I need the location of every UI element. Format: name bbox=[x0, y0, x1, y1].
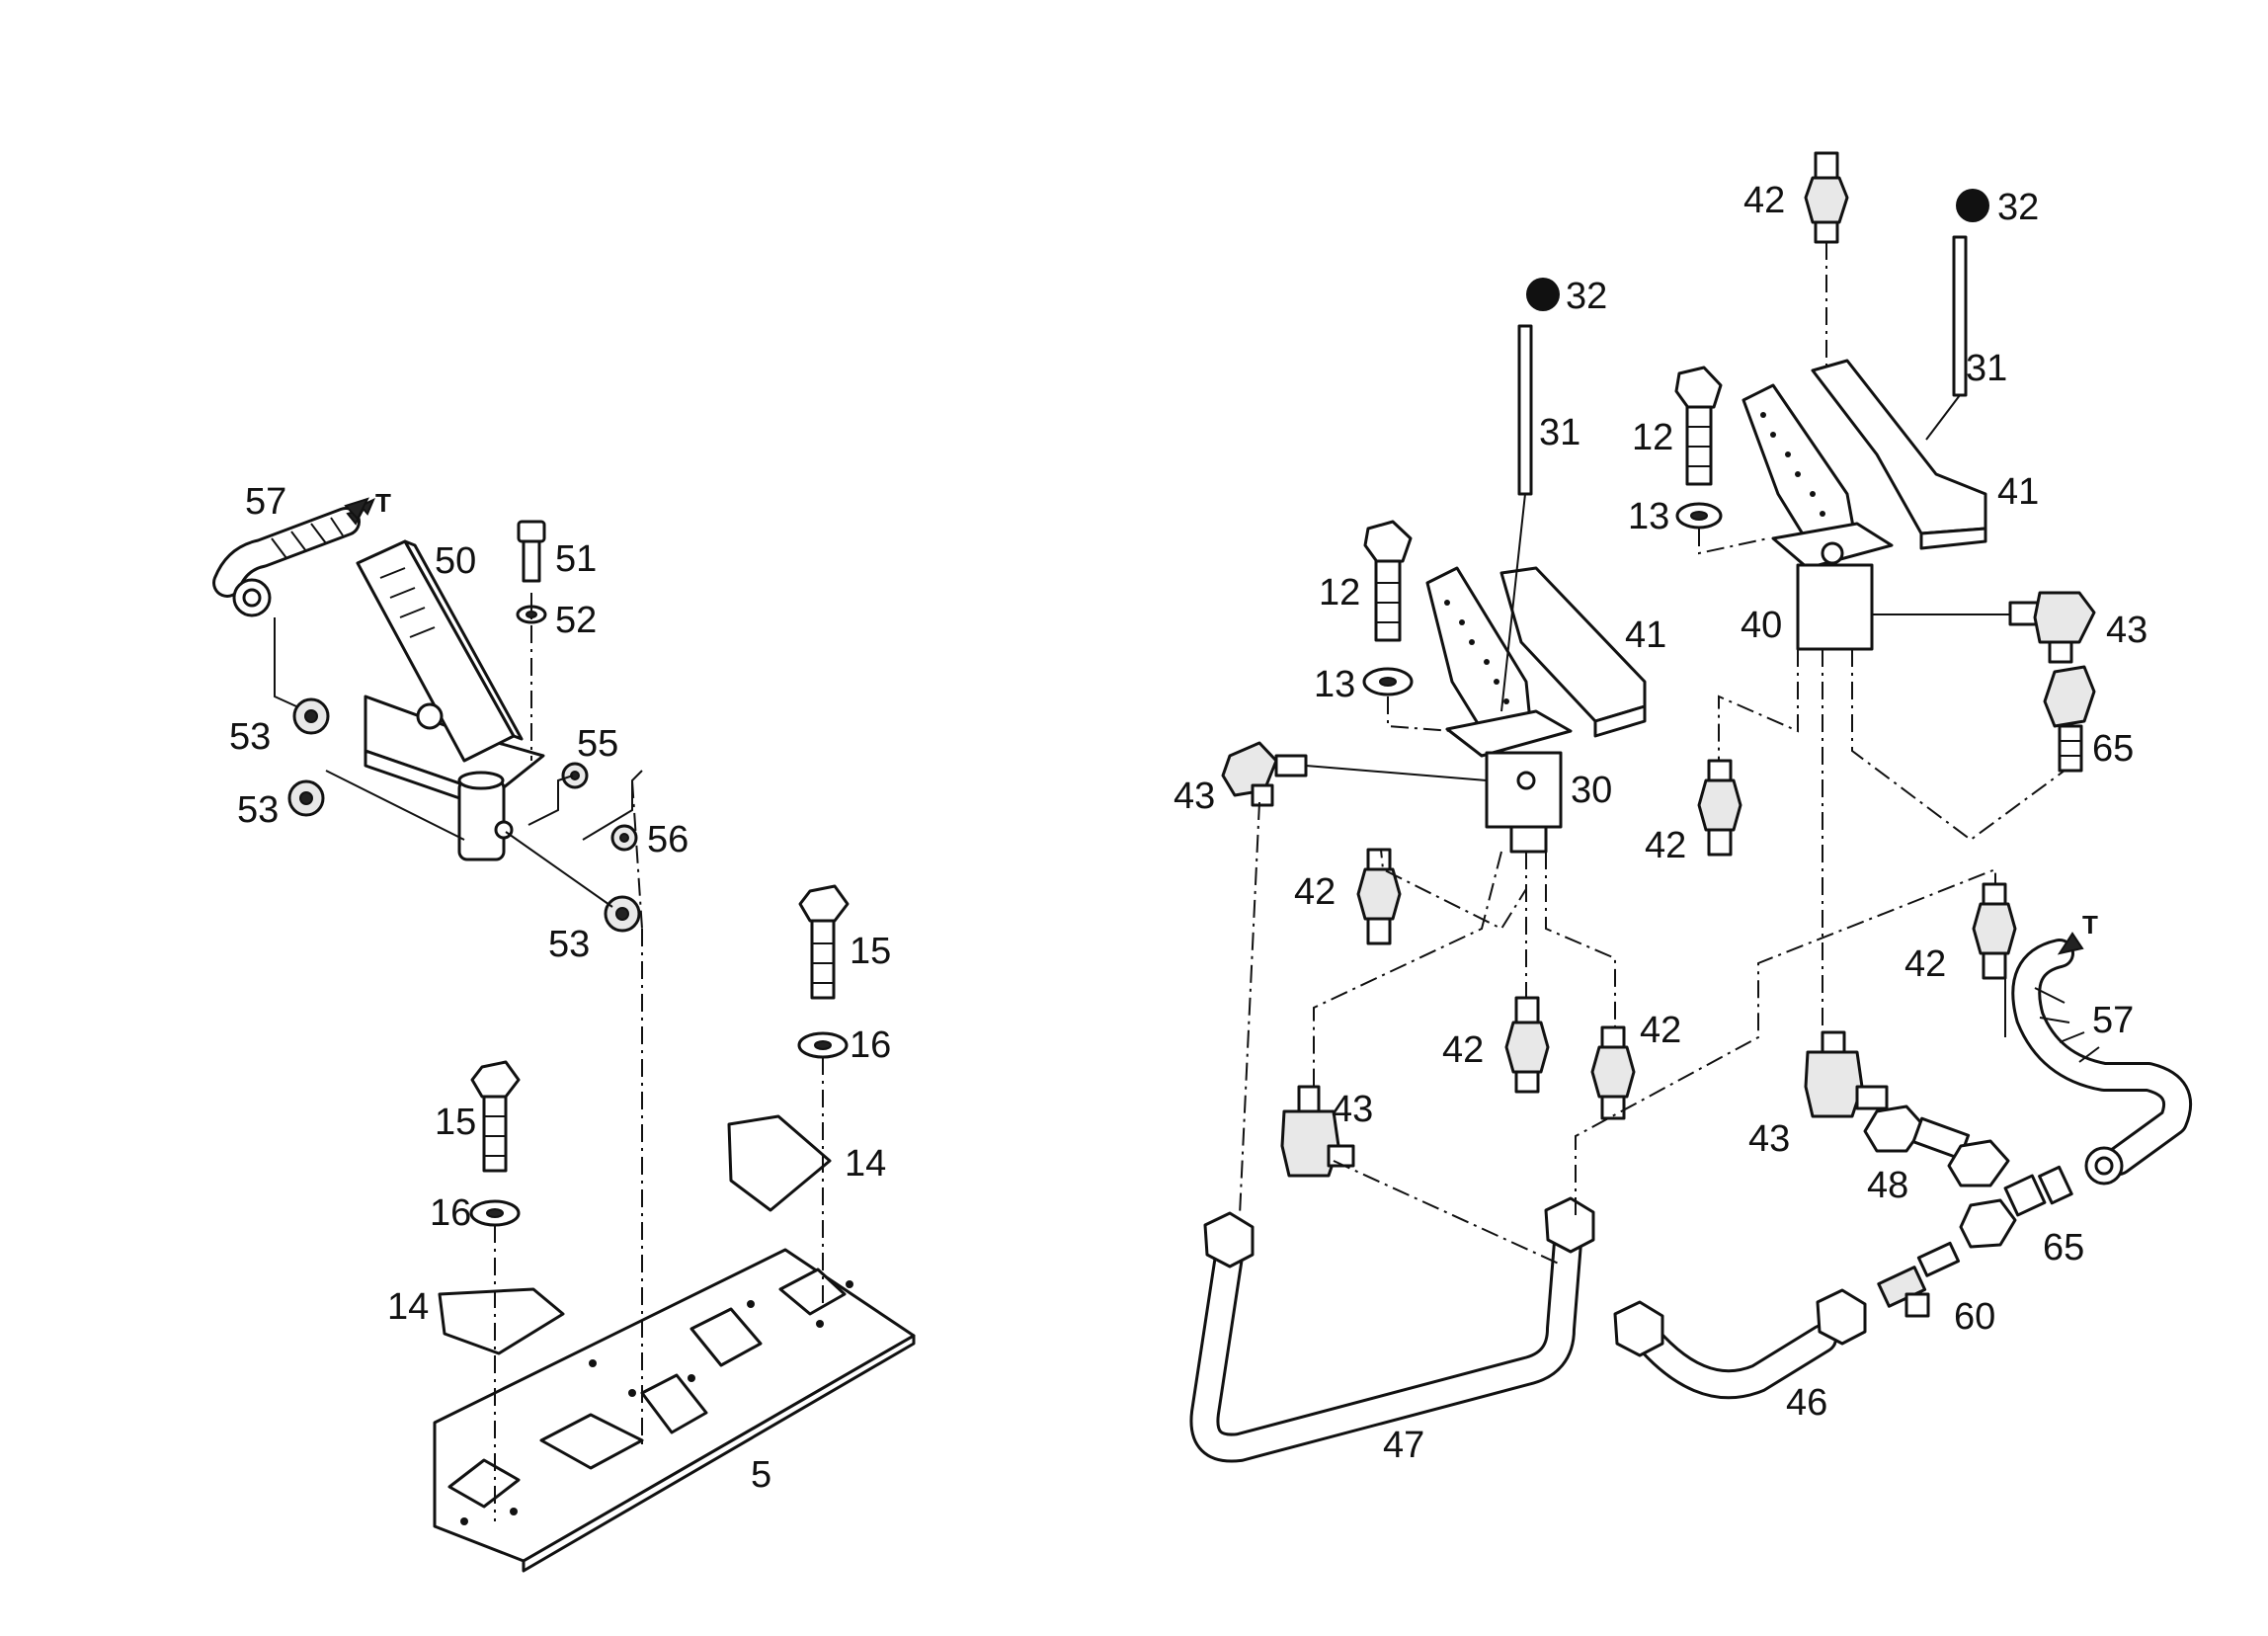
callout-65-lower: 65 bbox=[2043, 1227, 2084, 1268]
fitting-43-b bbox=[1280, 1085, 1355, 1178]
callout-31-left: 31 bbox=[1539, 412, 1580, 453]
adapter-65-lower bbox=[1959, 1165, 2073, 1249]
callout-13-left: 13 bbox=[1314, 664, 1355, 705]
tank-marker-right: T bbox=[2082, 910, 2098, 940]
tee-60 bbox=[1877, 1241, 1961, 1318]
callout-16-left: 16 bbox=[430, 1192, 471, 1234]
rod-31-right bbox=[1925, 235, 1968, 441]
cover-plate-right bbox=[727, 1114, 832, 1212]
fitting-42-c bbox=[1504, 996, 1550, 1094]
fitting-42-a bbox=[1697, 759, 1742, 857]
fitting-42-d bbox=[1590, 1025, 1636, 1120]
callout-14-right: 14 bbox=[845, 1143, 886, 1185]
tank-marker-left: T bbox=[375, 488, 391, 518]
callout-53-b: 53 bbox=[237, 789, 279, 831]
bolt-12-left bbox=[1362, 520, 1414, 696]
fitting-43-d bbox=[1804, 1030, 1889, 1118]
callout-42-top: 42 bbox=[1743, 180, 1785, 221]
bolt-51 bbox=[516, 520, 547, 624]
hose-57-right bbox=[2011, 939, 2192, 1186]
adapter-65-upper bbox=[2043, 665, 2096, 773]
callout-15-left: 15 bbox=[435, 1102, 476, 1143]
callout-43-b: 43 bbox=[1332, 1089, 1373, 1130]
callout-30: 30 bbox=[1571, 770, 1612, 811]
bolt-15-right bbox=[797, 884, 850, 1059]
callout-labels: 57 T 50 51 52 53 53 55 56 53 15 16 14 15… bbox=[229, 180, 2147, 1496]
callout-40: 40 bbox=[1741, 605, 1782, 646]
callout-57-left: 57 bbox=[245, 481, 286, 523]
callout-32-right: 32 bbox=[1997, 187, 2039, 228]
callout-13-right: 13 bbox=[1628, 496, 1669, 537]
arrow-tank-right bbox=[2057, 932, 2084, 955]
valve-40-pedal-41 bbox=[1742, 359, 1987, 651]
valve-30-pedal-41 bbox=[1425, 566, 1647, 854]
callout-43-c: 43 bbox=[2106, 610, 2147, 651]
callout-41-right: 41 bbox=[1997, 471, 2039, 513]
floor-plate bbox=[433, 1248, 916, 1573]
callout-12-right: 12 bbox=[1632, 417, 1673, 458]
fitting-42-top bbox=[1804, 151, 1849, 244]
right-valve-assembly bbox=[1189, 151, 2192, 1463]
callout-12-left: 12 bbox=[1319, 572, 1360, 614]
cover-plate-left bbox=[438, 1287, 565, 1355]
callout-65-upper: 65 bbox=[2092, 728, 2134, 770]
callout-32-left: 32 bbox=[1566, 276, 1607, 317]
callout-31-right: 31 bbox=[1966, 348, 2007, 389]
fitting-42-e bbox=[1972, 882, 2017, 980]
rod-31-left bbox=[1500, 324, 1533, 712]
callout-48: 48 bbox=[1867, 1165, 1908, 1206]
connector-48 bbox=[1863, 1104, 2010, 1187]
fitting-55 bbox=[561, 762, 589, 789]
arrow-tank-left bbox=[344, 497, 369, 521]
ball-32-left bbox=[1526, 278, 1560, 311]
callout-57-right: 57 bbox=[2092, 1000, 2134, 1041]
callout-16-right: 16 bbox=[850, 1024, 891, 1066]
bolt-15-left bbox=[469, 1060, 521, 1227]
callout-43-d: 43 bbox=[1748, 1118, 1790, 1160]
bolt-12-right bbox=[1674, 366, 1723, 530]
callout-14-left: 14 bbox=[387, 1286, 429, 1328]
callout-53-c: 53 bbox=[548, 924, 590, 965]
fitting-56 bbox=[610, 824, 638, 852]
fitting-53-b bbox=[287, 779, 325, 817]
tube-46 bbox=[1613, 1288, 1867, 1400]
tube-47 bbox=[1189, 1196, 1595, 1463]
fitting-53-a bbox=[292, 697, 330, 735]
callout-56: 56 bbox=[647, 819, 688, 860]
fitting-53-c bbox=[604, 895, 641, 933]
left-pedal-assembly bbox=[212, 498, 916, 1573]
hose-57-left bbox=[212, 498, 375, 617]
fitting-43-c bbox=[2008, 591, 2096, 664]
callout-50: 50 bbox=[435, 540, 476, 582]
callout-42-d: 42 bbox=[1640, 1010, 1681, 1051]
foot-pedal-50 bbox=[356, 539, 545, 861]
callout-42-c: 42 bbox=[1442, 1029, 1484, 1071]
callout-5: 5 bbox=[751, 1454, 771, 1496]
fitting-42-b bbox=[1356, 848, 1402, 945]
callout-46: 46 bbox=[1786, 1382, 1827, 1424]
callout-42-e: 42 bbox=[1904, 943, 1946, 985]
callout-15-right: 15 bbox=[850, 931, 891, 972]
fitting-43-a bbox=[1221, 741, 1308, 807]
callout-51: 51 bbox=[555, 538, 597, 580]
ball-32-right bbox=[1956, 189, 1989, 222]
callout-47: 47 bbox=[1383, 1425, 1424, 1466]
callout-52: 52 bbox=[555, 600, 597, 641]
callout-43-a: 43 bbox=[1174, 776, 1215, 817]
callout-42-b: 42 bbox=[1294, 871, 1336, 913]
callout-60: 60 bbox=[1954, 1296, 1995, 1338]
callout-41-left: 41 bbox=[1625, 614, 1666, 656]
callout-53-a: 53 bbox=[229, 716, 271, 758]
callout-55: 55 bbox=[577, 723, 618, 765]
callout-42-a: 42 bbox=[1645, 825, 1686, 866]
